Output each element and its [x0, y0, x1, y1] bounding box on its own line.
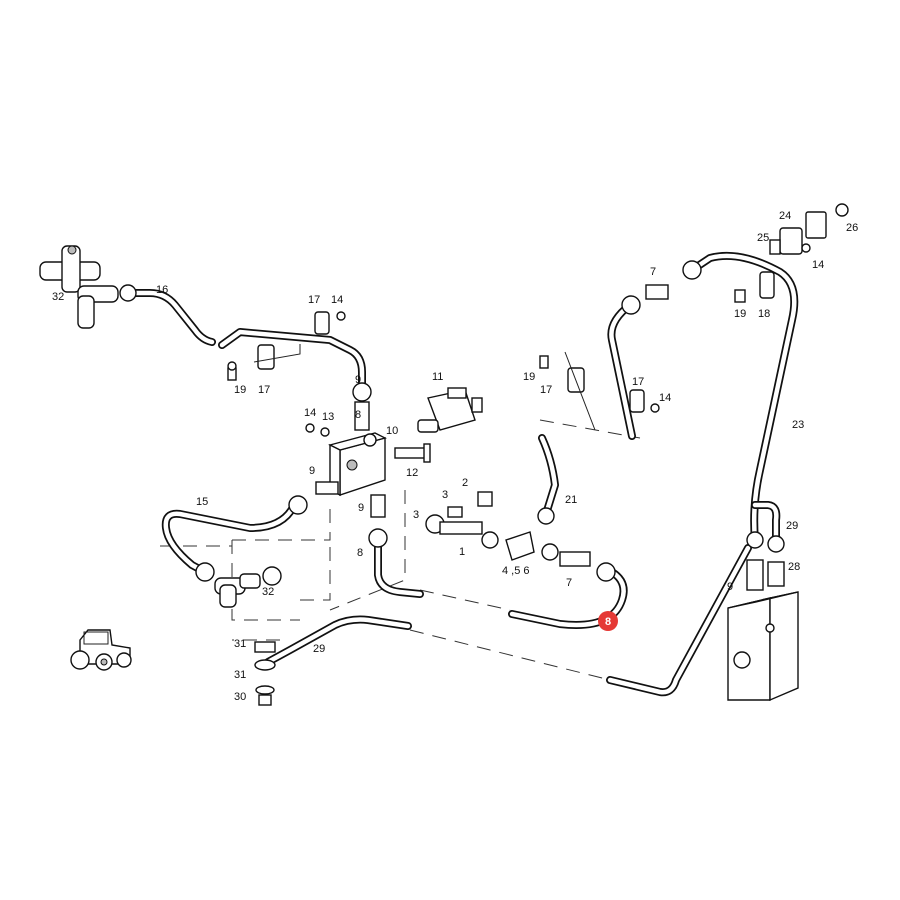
callout-31-a: 31	[234, 638, 246, 650]
pipe-8	[374, 536, 628, 629]
solenoid-valve	[417, 387, 483, 433]
callout-8-a: 8	[355, 409, 361, 421]
pipe-23	[688, 251, 799, 544]
callout-7-center: 7	[566, 577, 572, 589]
callout-4-5-6: 4 ,5 6	[502, 565, 530, 577]
callout-29-right: 29	[786, 520, 798, 532]
callout-7-upper: 7	[650, 266, 656, 278]
callout-23: 23	[792, 419, 804, 431]
pipe-15	[161, 499, 299, 576]
pipe-16	[124, 289, 216, 346]
callout-17-b: 17	[258, 384, 270, 396]
callout-15: 15	[196, 496, 208, 508]
pipe-21	[538, 434, 559, 518]
callout-17-a: 17	[308, 294, 320, 306]
callout-31-b: 31	[234, 669, 246, 681]
callout-11: 11	[432, 371, 443, 383]
callout-14-c: 14	[659, 392, 671, 404]
callout-19-b: 19	[523, 371, 535, 383]
callout-8-b: 8	[357, 547, 363, 559]
callout-14-d: 14	[812, 259, 824, 271]
callout-9-b: 9	[309, 465, 315, 477]
callout-29-lower: 29	[313, 643, 325, 655]
callout-13: 13	[322, 411, 334, 423]
callout-10: 10	[386, 425, 398, 437]
callout-14-b: 14	[304, 407, 316, 419]
callout-28: 28	[788, 561, 800, 573]
pipe-upper-middle	[218, 328, 366, 392]
callout-2: 2	[462, 477, 468, 489]
callout-25: 25	[757, 232, 769, 244]
callout-3-b: 3	[413, 509, 419, 521]
callout-14-a: 14	[331, 294, 343, 306]
clamp-group-upper-left	[227, 311, 346, 381]
callout-32-bottom: 32	[262, 586, 274, 598]
callout-18: 18	[758, 308, 770, 320]
callout-1: 1	[459, 546, 465, 558]
valve-assembly-top-left	[39, 245, 137, 329]
pipe-upper-right	[607, 301, 636, 440]
central-valve-block	[288, 382, 431, 548]
callout-9-right: 9	[727, 581, 733, 593]
lower-left-fittings	[195, 562, 282, 706]
callout-17-c: 17	[540, 384, 552, 396]
callout-24: 24	[779, 210, 791, 222]
callout-9-a: 9	[355, 374, 361, 386]
callout-12: 12	[406, 467, 418, 479]
pipe-29-lower	[264, 544, 752, 697]
callout-17-d: 17	[632, 376, 644, 388]
callout-16: 16	[156, 284, 168, 296]
fitting-chain-center	[425, 491, 616, 582]
reference-lines	[160, 419, 641, 681]
part-8-highlight[interactable]: 8	[598, 611, 618, 631]
clamp-group-upper-right	[539, 203, 849, 431]
callout-labels: 16 32 17 14 19 17 14 13 9 8 10 11 12 9 1…	[52, 210, 858, 703]
callout-8-highlight: 8	[605, 616, 611, 628]
callout-30: 30	[234, 691, 246, 703]
right-valve-block	[727, 531, 799, 702]
tractor-icon	[70, 629, 132, 671]
callout-9-c: 9	[358, 502, 364, 514]
callout-19-a: 19	[234, 384, 246, 396]
callout-3-a: 3	[442, 489, 448, 501]
callout-32-top: 32	[52, 291, 64, 303]
callout-21: 21	[565, 494, 577, 506]
callout-26: 26	[846, 222, 858, 234]
callout-19-c: 19	[734, 308, 746, 320]
